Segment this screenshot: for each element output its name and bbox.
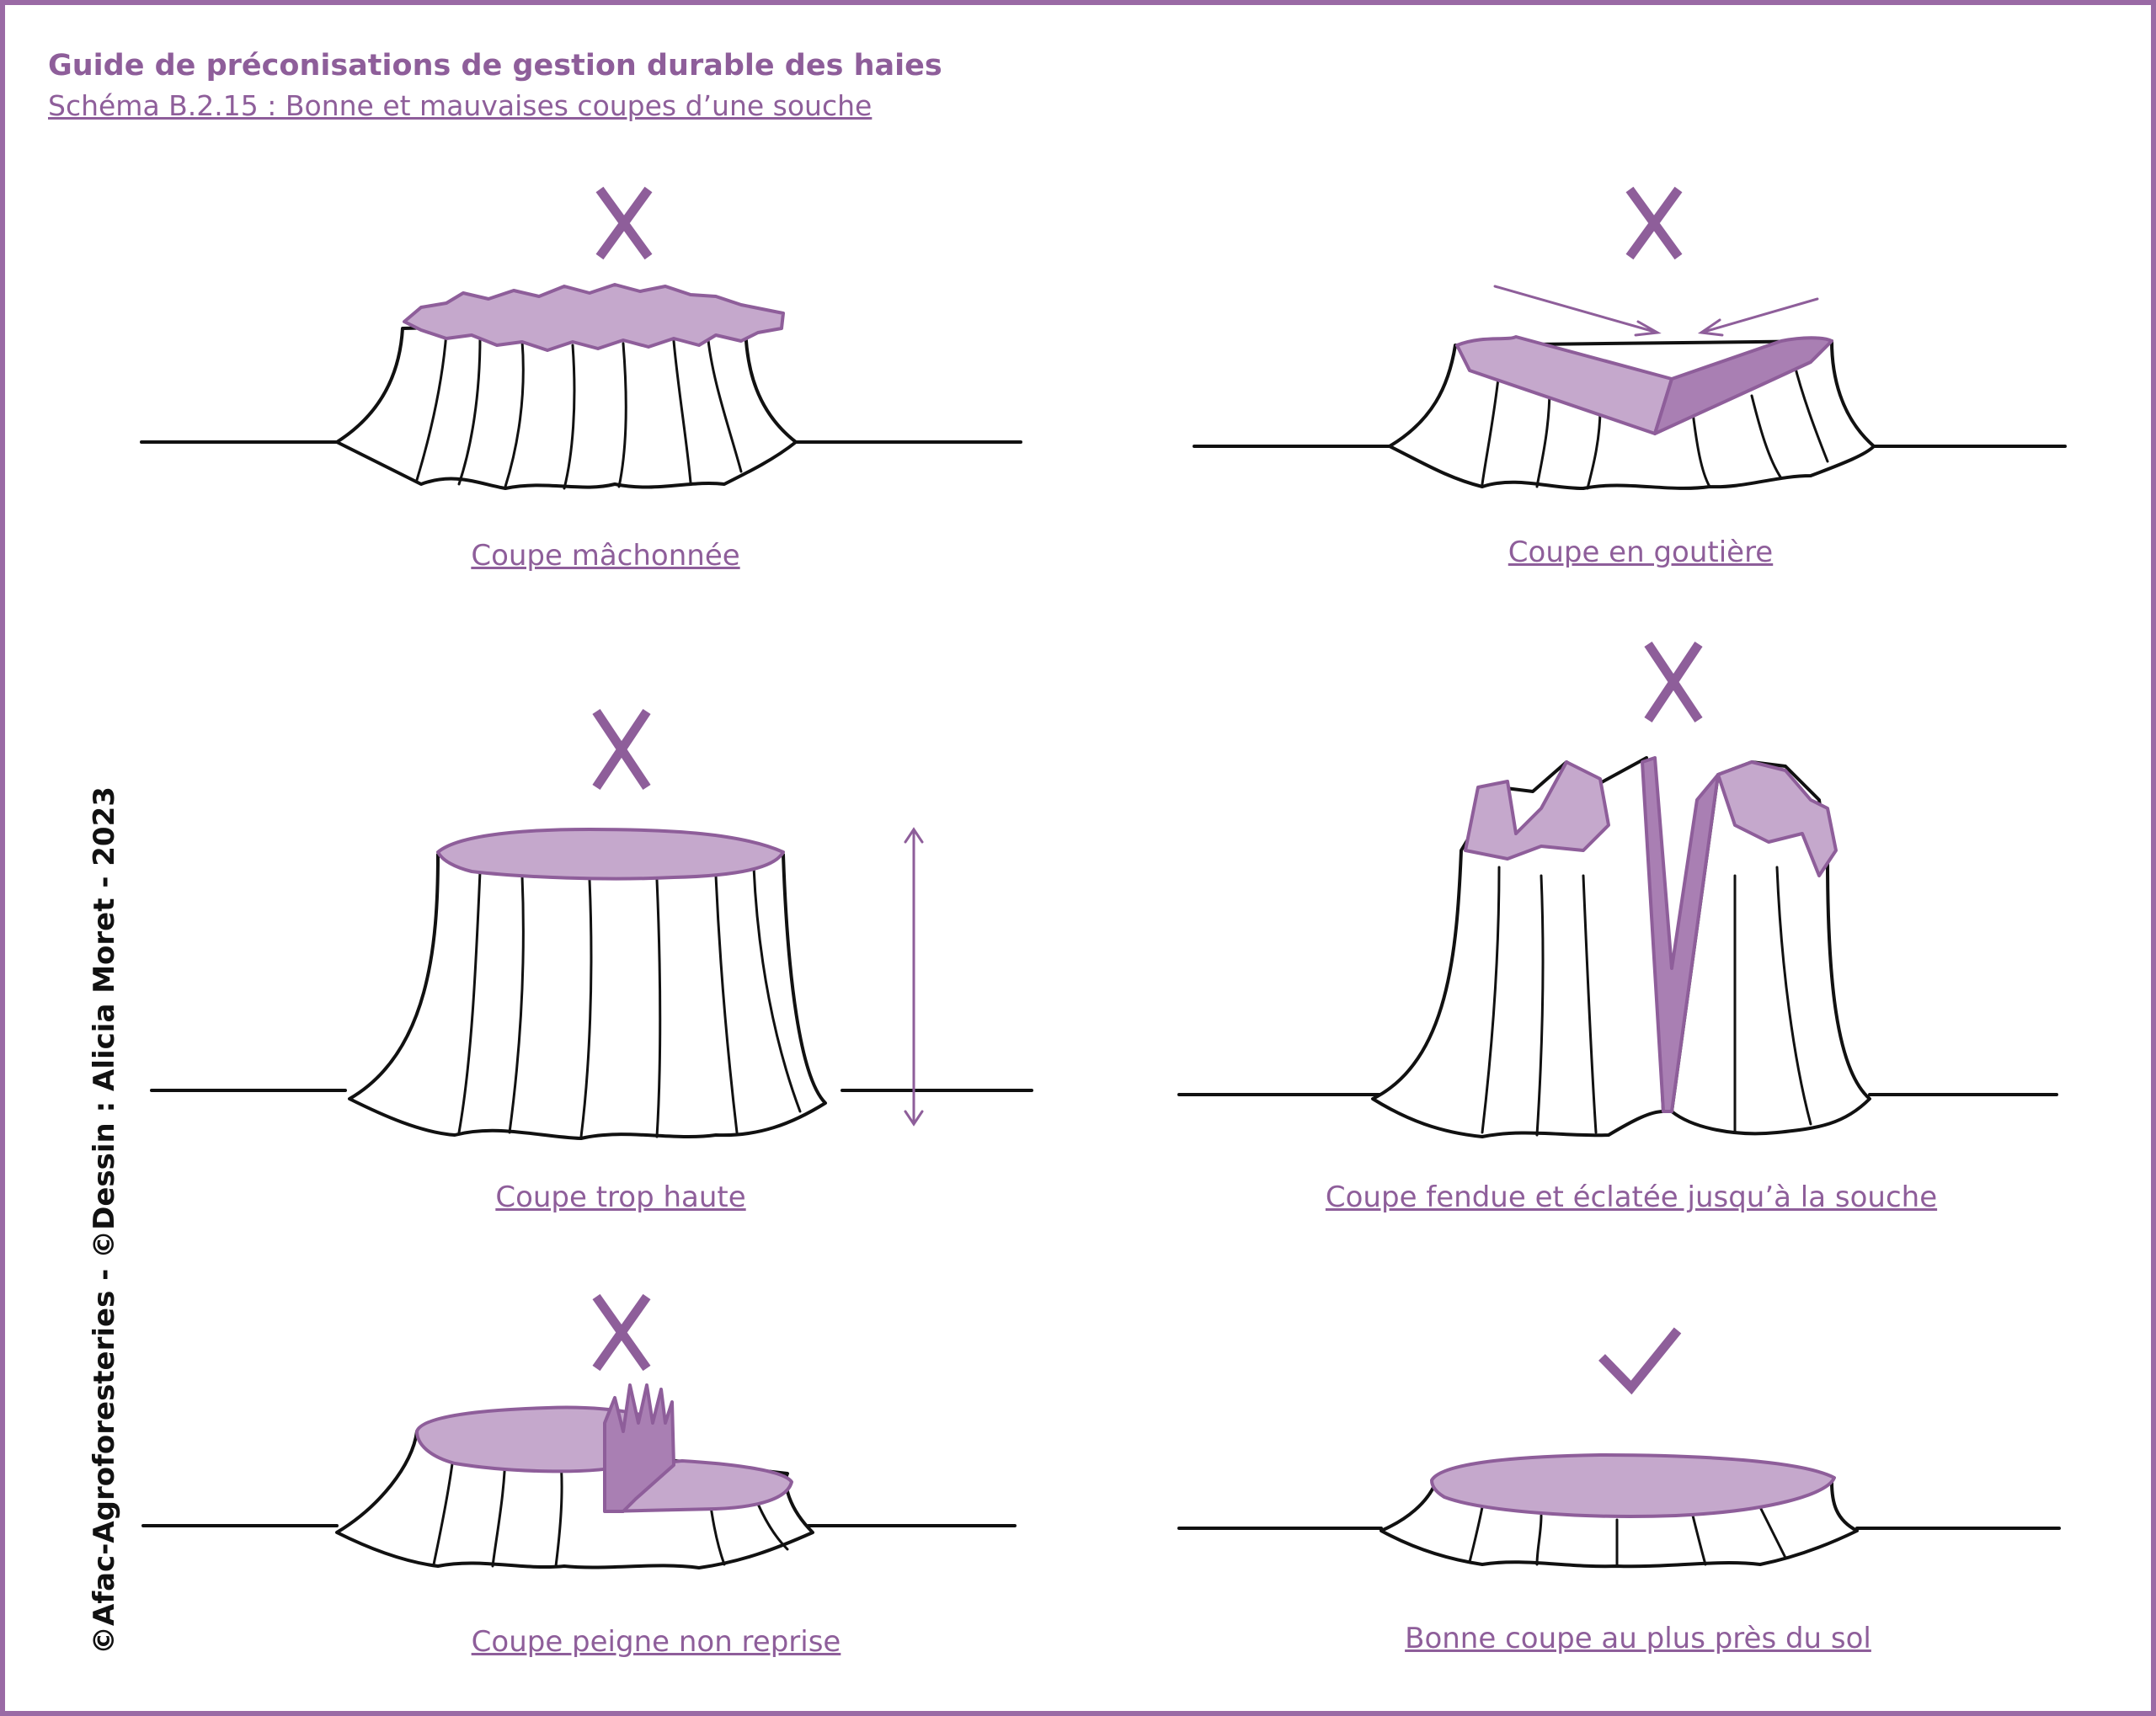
panel-gouttiere-drawing xyxy=(1193,186,2067,490)
panel-machonnee-drawing xyxy=(140,186,1022,490)
stump-fendue-left xyxy=(1371,756,1665,1138)
caption-machonnee: Coupe mâchonnée xyxy=(471,539,740,573)
split-crack xyxy=(1641,756,1720,1113)
stump-machonnee xyxy=(335,318,798,490)
blade-arrow-left xyxy=(1493,285,1662,337)
bad-mark-3 xyxy=(592,708,651,791)
gutter-cut-right xyxy=(1653,336,1833,435)
blade-arrow-right xyxy=(1697,297,1819,337)
caption-fendue: Coupe fendue et éclatée jusqu’à la souch… xyxy=(1325,1180,1938,1214)
stump-trop-haute xyxy=(348,853,827,1140)
bark-lines-4 xyxy=(1481,866,1812,1137)
bark-lines-1 xyxy=(415,331,743,490)
bark-lines-2 xyxy=(1481,360,1829,490)
guide-title: Guide de préconisations de gestion durab… xyxy=(48,49,942,83)
bark-lines-3 xyxy=(457,866,802,1138)
bark-lines-6 xyxy=(1468,1505,1787,1568)
panel-bonne-drawing xyxy=(1177,1327,2061,1569)
caption-peigne: Coupe peigne non reprise xyxy=(471,1625,841,1659)
good-cut-surface xyxy=(1430,1453,1836,1518)
caption-bonne: Bonne coupe au plus près du sol xyxy=(1405,1622,1871,1655)
splinter-left xyxy=(1464,760,1610,861)
splinter-right xyxy=(1716,760,1838,877)
bad-mark-5 xyxy=(592,1293,651,1372)
comb-teeth xyxy=(603,1383,675,1513)
caption-trop-haute: Coupe trop haute xyxy=(495,1180,746,1214)
good-checkmark xyxy=(1598,1327,1682,1395)
height-arrow xyxy=(904,827,924,1127)
bad-mark-1 xyxy=(595,186,653,260)
bark-lines-5 xyxy=(432,1442,789,1568)
panel-fendue-drawing xyxy=(1177,641,2058,1138)
chewed-cut-surface xyxy=(403,283,785,352)
high-cut-surface xyxy=(436,828,785,881)
bad-mark-4 xyxy=(1644,641,1703,723)
caption-gouttiere: Coupe en goutière xyxy=(1508,536,1774,569)
diagram-subtitle: Schéma B.2.15 : Bonne et mauvaises coupe… xyxy=(48,89,873,122)
panel-peigne-drawing xyxy=(141,1293,1017,1569)
bad-mark-2 xyxy=(1625,186,1683,260)
panel-trop-haute-drawing xyxy=(150,708,1033,1140)
